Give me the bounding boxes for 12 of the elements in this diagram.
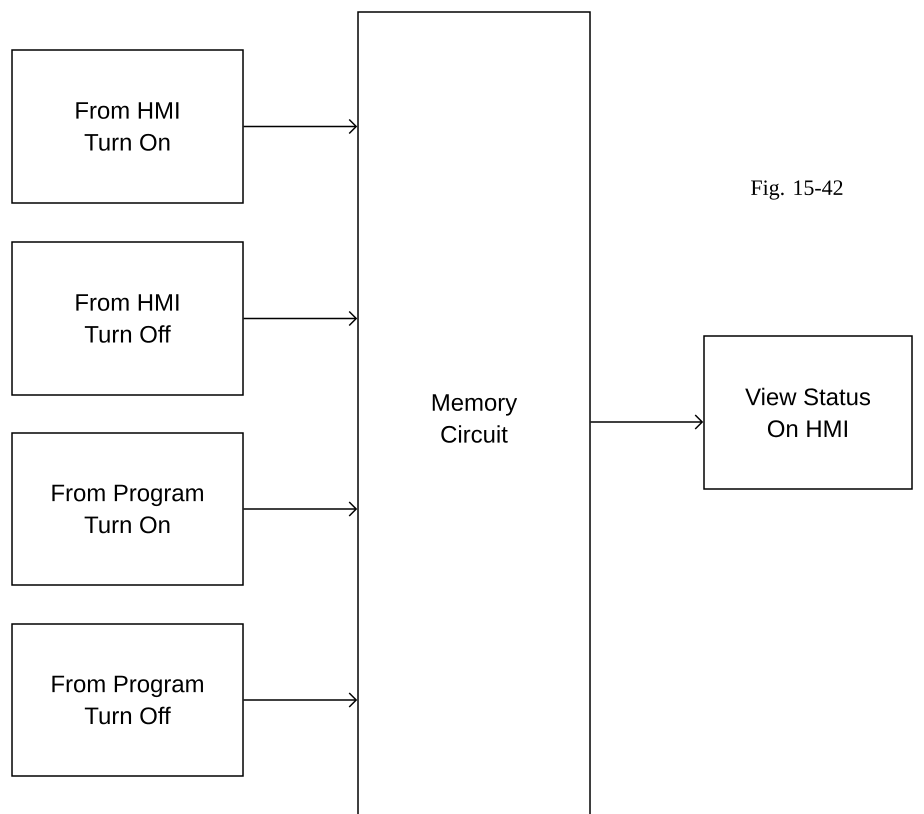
signal-box: From Program Turn Off (11, 623, 244, 777)
arrow (244, 310, 358, 326)
signal-box: View Status On HMI (703, 335, 913, 490)
signal-box: From Program Turn On (11, 432, 244, 586)
arrow (244, 692, 358, 708)
arrow (244, 118, 358, 134)
arrow (244, 501, 358, 517)
arrow (590, 414, 704, 430)
signal-box: From HMI Turn On (11, 49, 244, 204)
signal-box: From HMI Turn Off (11, 241, 244, 396)
block-box: Memory Circuit (357, 11, 591, 814)
figure-number: Fig. 15-42 (751, 180, 842, 200)
